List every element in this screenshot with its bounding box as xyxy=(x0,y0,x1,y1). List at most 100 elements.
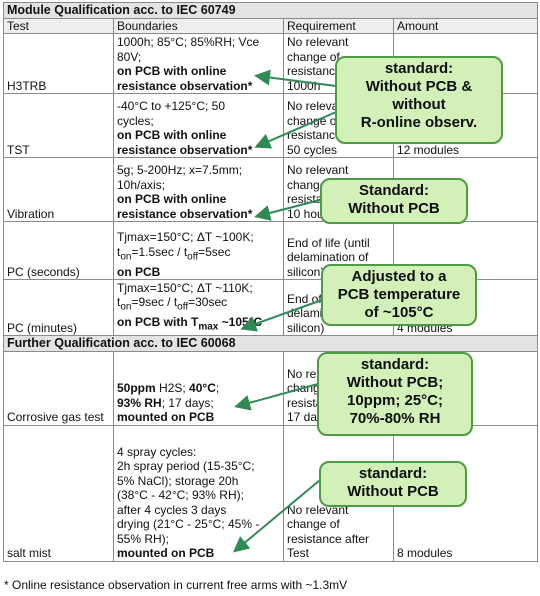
boundaries-line: 5% NaCl); storage 20h xyxy=(117,473,239,488)
requirement-line: delamination of xyxy=(287,250,369,264)
test-name: Corrosive gas test xyxy=(3,350,114,426)
boundaries-line-bold: on PCB with online xyxy=(117,192,227,206)
bold-pre: on PCB with T xyxy=(117,315,199,330)
callout-line: Without PCB & xyxy=(365,78,473,95)
callout-line: 10ppm; 25°C; xyxy=(346,392,444,409)
footnote: * Online resistance observation in curre… xyxy=(4,578,348,592)
boundaries-line: 50ppm H2S; 40°C; xyxy=(117,381,280,396)
boundaries-line: after 4 cycles 3 days xyxy=(117,502,227,517)
test-name: PC (seconds) xyxy=(3,221,114,280)
boundaries-line: 5g; 5-200Hz; x=7.5mm; xyxy=(117,163,243,177)
boundaries-cell: 5g; 5-200Hz; x=7.5mm; 10h/axis; on PCB w… xyxy=(113,157,284,222)
boundaries-line: Tjmax=150°C; ΔT ~110K; xyxy=(117,280,253,295)
boundaries-line-bold: on PCB with online xyxy=(117,64,227,78)
table-row: H3TRB 1000h; 85°C; 85%RH; Vce 80V; on PC… xyxy=(3,33,539,94)
boundaries-line-bold: on PCB with Tmax ~105°C xyxy=(117,315,280,334)
callout-line: Adjusted to a xyxy=(351,268,447,285)
plain-part: ; xyxy=(215,381,220,395)
callout-standard-vibration: Standard: Without PCB xyxy=(320,178,468,224)
plain-part: H2S; xyxy=(155,381,190,395)
section-title-row: Module Qualification acc. to IEC 60749 xyxy=(2,2,539,19)
section-title-row: Further Qualification acc. to IEC 60068 xyxy=(2,335,539,352)
callout-line: 70%-80% RH xyxy=(349,410,441,427)
timing-sub-on: on xyxy=(120,251,132,262)
callout-line: Without PCB; xyxy=(346,374,444,391)
boundaries-line: 1000h; 85°C; 85%RH; Vce xyxy=(117,35,260,49)
boundaries-cell: 1000h; 85°C; 85%RH; Vce 80V; on PCB with… xyxy=(113,33,284,94)
boundaries-line: 80V; xyxy=(117,49,142,64)
timing-t: t xyxy=(117,244,121,259)
test-name: TST xyxy=(3,93,114,158)
callout-line: Standard: xyxy=(358,182,429,199)
header-test: Test xyxy=(3,17,114,34)
boundaries-cell: -40°C to +125°C; 50 cycles; on PCB with … xyxy=(113,93,284,158)
boundaries-line: cycles; xyxy=(117,113,154,128)
callout-standard-salt-mist: standard: Without PCB xyxy=(319,461,467,507)
callout-line: of ~105°C xyxy=(364,304,434,321)
timing-off-value: =30sec xyxy=(188,295,228,310)
test-name: PC (minutes) xyxy=(3,279,114,336)
timing-sub-on: on xyxy=(120,301,132,313)
bold-post: ~105°C xyxy=(218,315,263,330)
boundaries-line-bold: on PCB with online xyxy=(117,128,227,142)
timing-sub-off: off xyxy=(187,251,199,262)
timing-on-value: =1.5sec / t xyxy=(131,244,188,259)
boundaries-cell: 4 spray cycles: 2h spray period (15-35°C… xyxy=(113,424,284,562)
callout-adjusted-pcb-temperature: Adjusted to a PCB temperature of ~105°C xyxy=(321,264,477,326)
boundaries-line-bold: resistance observation* xyxy=(117,206,253,221)
boundaries-line-bold: mounted on PCB xyxy=(117,546,215,560)
callout-line: standard: xyxy=(358,465,428,482)
bold-part: 50ppm xyxy=(117,381,156,395)
callout-line: without xyxy=(392,96,446,113)
header-row: Test Boundaries Requirement Amount xyxy=(3,17,539,34)
boundaries-line: Tjmax=150°C; ΔT ~100K; xyxy=(117,230,254,245)
callout-line: standard: xyxy=(384,60,454,77)
boundaries-line: -40°C to +125°C; 50 xyxy=(117,99,225,113)
header-amount: Amount xyxy=(392,17,539,34)
timing-t: t xyxy=(117,295,121,310)
requirement-line: 50 cycles xyxy=(287,142,338,157)
requirement-line: End of life (until xyxy=(287,235,370,250)
timing-line: ton=1.5sec / toff=5sec xyxy=(117,245,280,265)
bold-part: 40°C xyxy=(189,381,216,395)
callout-line: PCB temperature xyxy=(337,286,461,303)
plain-part: ; 17 days; xyxy=(161,395,214,410)
timing-line: ton=9sec / toff=30sec xyxy=(117,295,280,315)
bold-sub: max xyxy=(198,321,219,333)
timing-sub-off: off xyxy=(177,301,189,313)
requirement-line: Test xyxy=(287,546,310,560)
boundaries-line-bold: resistance observation* xyxy=(117,78,253,93)
requirement-line: change of xyxy=(287,517,340,531)
requirement-line: No relevant xyxy=(287,35,349,49)
boundaries-line: (38°C - 42°C; 93% RH); xyxy=(117,488,244,502)
callout-line: standard: xyxy=(360,356,430,373)
callout-standard-h3trb-tst: standard: Without PCB & without R-online… xyxy=(335,56,503,144)
table-row: Corrosive gas test 50ppm H2S; 40°C; 93% … xyxy=(3,350,539,426)
bold-part: 93% RH xyxy=(117,395,162,410)
boundaries-line-bold: resistance observation* xyxy=(117,142,253,157)
test-name: H3TRB xyxy=(3,33,114,94)
header-requirement: Requirement xyxy=(283,17,394,34)
header-boundaries: Boundaries xyxy=(113,17,284,34)
callout-line: R-online observ. xyxy=(360,114,478,131)
requirement-line: change of xyxy=(287,49,340,64)
boundaries-cell: Tjmax=150°C; ΔT ~110K; ton=9sec / toff=3… xyxy=(113,279,284,336)
boundaries-line: 4 spray cycles: xyxy=(117,444,197,459)
requirement-line: No relevant xyxy=(287,99,349,113)
boundaries-line: drying (21°C - 25°C; 45% - xyxy=(117,517,260,531)
section2-title: Further Qualification acc. to IEC 60068 xyxy=(2,335,539,352)
requirement-line: No relevant xyxy=(287,163,349,177)
boundaries-line-bold: mounted on PCB xyxy=(117,410,215,424)
callout-line: Without PCB xyxy=(347,483,439,500)
boundaries-cell: 50ppm H2S; 40°C; 93% RH; 17 days; mounte… xyxy=(113,350,284,426)
requirement-line: silicon) xyxy=(287,264,325,279)
boundaries-line: 2h spray period (15-35°C; xyxy=(117,459,255,473)
timing-off-value: =5sec xyxy=(198,244,231,259)
boundaries-cell: Tjmax=150°C; ΔT ~100K; ton=1.5sec / toff… xyxy=(113,221,284,280)
callout-line: Without PCB xyxy=(348,200,440,217)
requirement-line: resistance after xyxy=(287,531,370,546)
test-name: salt mist xyxy=(3,424,114,562)
test-name: Vibration xyxy=(3,157,114,222)
boundaries-line-bold: on PCB xyxy=(117,264,161,279)
